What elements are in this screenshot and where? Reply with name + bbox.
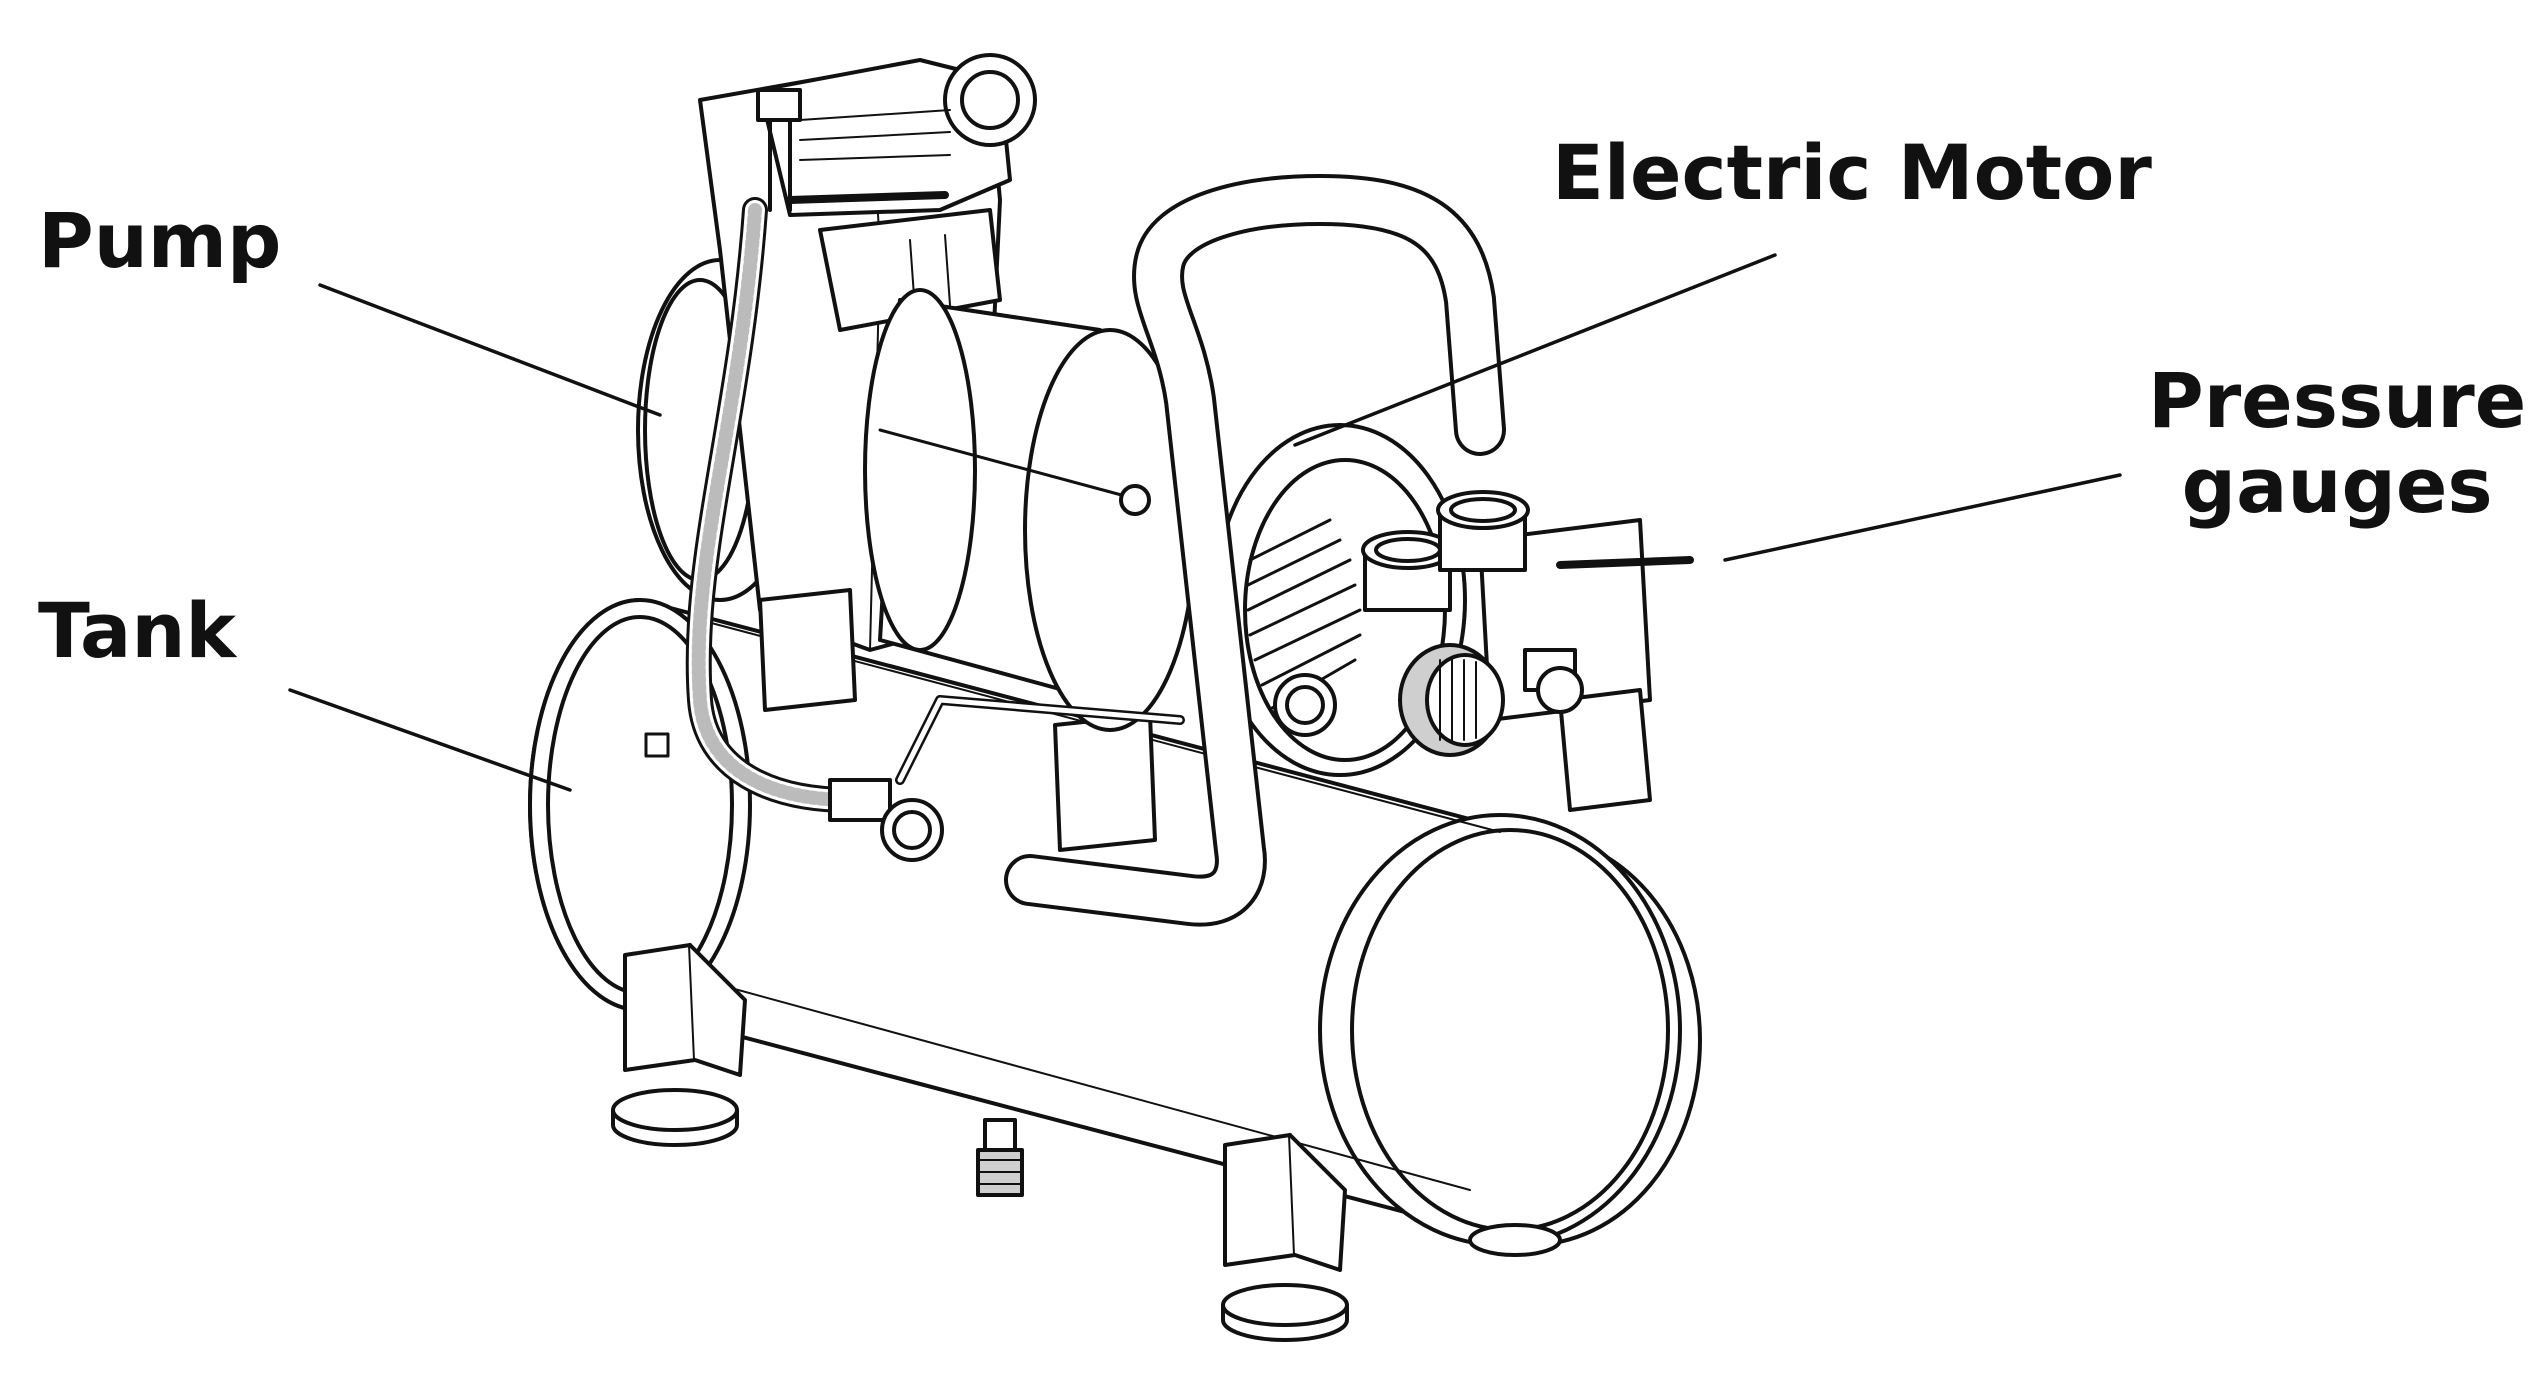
tank-callout-line [288, 688, 572, 792]
pressure-gauges-label-line1: Pressure [2148, 356, 2527, 445]
electric-motor-label: Electric Motor [1552, 128, 2152, 217]
callout-lines [288, 253, 2122, 792]
pressure-gauges [1273, 490, 1694, 812]
pump-label: Pump [38, 196, 282, 285]
carry-handle [895, 174, 1506, 927]
air-hose [644, 88, 944, 862]
pump-callout-line [318, 283, 662, 417]
pressure-gauges-label: Pressure gauges [2148, 358, 2526, 528]
motor-callout-line [1293, 253, 1777, 447]
pressure-gauges-label-line2: gauges [2181, 441, 2493, 531]
tank-feet [611, 943, 1562, 1342]
pressure-callout-line [1723, 473, 2122, 562]
tank-label: Tank [38, 586, 236, 675]
